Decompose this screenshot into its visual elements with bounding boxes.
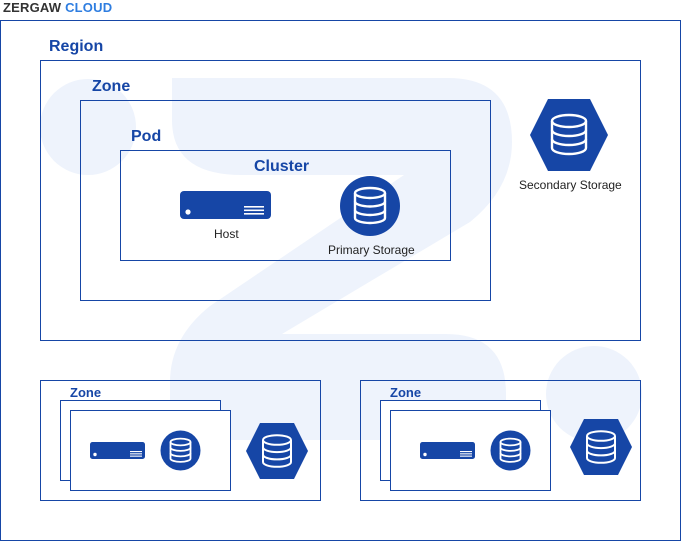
primary-storage-label: Primary Storage: [328, 243, 415, 257]
zone-left-box: [40, 380, 321, 501]
cluster-label: Cluster: [254, 158, 310, 175]
brand-name-part2: CLOUD: [65, 0, 113, 15]
cluster-box: [120, 150, 451, 261]
zone-left-label: Zone: [70, 385, 102, 400]
database-hexagon-icon: [530, 99, 608, 171]
brand-logo: ZERGAW CLOUD: [3, 0, 112, 15]
server-icon: [420, 442, 475, 459]
pod-label: Pod: [131, 128, 162, 145]
server-icon: [180, 191, 271, 219]
region-box: [40, 60, 641, 341]
secondary-storage-label: Secondary Storage: [519, 178, 622, 192]
database-circle-icon: [340, 176, 400, 236]
zone-label: Zone: [92, 78, 131, 95]
host-label: Host: [214, 227, 239, 241]
zone-right-box: [360, 380, 641, 501]
brand-name-part1: ZERGAW: [3, 0, 62, 15]
database-hexagon-icon: [246, 423, 308, 479]
database-hexagon-icon: [570, 419, 632, 475]
server-icon: [90, 442, 145, 459]
database-circle-icon: [160, 430, 201, 471]
zone-box: [80, 100, 491, 301]
database-circle-icon: [490, 430, 531, 471]
region-label: Region: [49, 38, 104, 55]
zone-right-label: Zone: [390, 385, 422, 400]
